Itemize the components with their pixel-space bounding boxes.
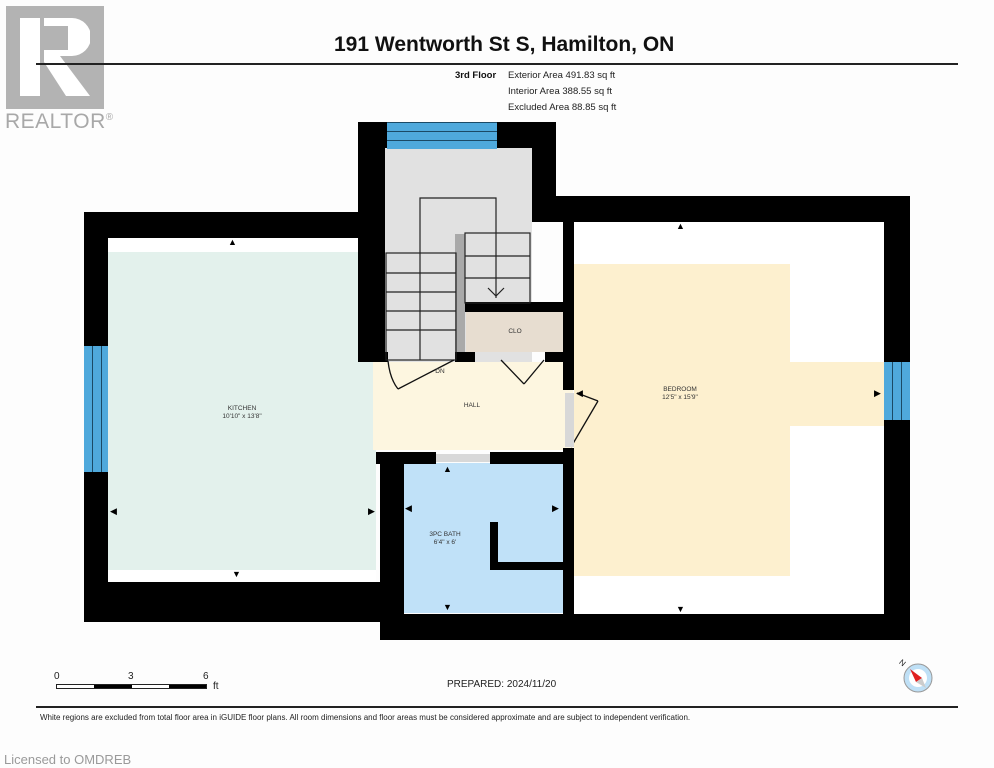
dimension-arrow-icon: ▼ [443,602,452,612]
bedroom-name: BEDROOM [663,386,697,393]
dimension-arrow-icon: ◀ [405,503,412,513]
bath-label: 3PC BATH 6'4" x 6' [420,531,470,547]
scale-bar [56,684,207,689]
prepared-date: PREPARED: 2024/11/20 [447,679,557,690]
wall [490,452,574,464]
wall [84,582,404,622]
exterior-area: Exterior Area 491.83 sq ft [508,70,616,81]
dimension-arrow-icon: ▲ [443,464,452,474]
wall [84,212,384,238]
hall-floor [373,362,573,450]
license-text: Licensed to OMDREB [4,752,132,767]
closet-floor [466,312,564,352]
disclaimer-text: White regions are excluded from total fl… [40,713,691,722]
realtor-word: REALTOR [5,110,106,133]
dimension-arrow-icon: ▲ [228,237,237,247]
bath-name: 3PC BATH [429,531,461,538]
realtor-logo [6,6,104,109]
dimension-arrow-icon: ▲ [676,221,685,231]
interior-area: Interior Area 388.55 sq ft [508,86,613,97]
window [84,346,108,472]
wall [380,614,910,640]
dimension-arrow-icon: ▶ [874,388,881,398]
kitchen-floor [108,252,376,570]
footer-divider [36,706,958,708]
dimension-arrow-icon: ▼ [676,604,685,614]
doors [387,359,599,448]
hall-label: HALL [463,402,481,409]
dimension-arrow-icon: ▼ [232,569,241,579]
bath-door [436,454,490,462]
wall [358,122,385,362]
staircase [385,197,531,361]
compass-icon: N [897,658,933,693]
stairs-down-label: DN [435,368,445,375]
bedroom-label: BEDROOM 12'5" x 15'9" [650,386,710,402]
scale-unit: ft [213,681,219,692]
kitchen-name: KITCHEN [227,405,257,412]
wall [380,452,404,640]
wall [532,196,910,222]
bedroom-alcove [790,362,884,426]
wall [376,452,436,464]
compass-north: N [897,658,907,669]
window [884,362,910,420]
page-title: 191 Wentworth St S, Hamilton, ON [334,33,675,56]
bedroom-dims: 12'5" x 15'9" [662,394,698,401]
dimension-arrow-icon: ▶ [552,503,559,513]
dimension-arrow-icon: ▶ [368,506,375,516]
wall [563,448,574,618]
stair-rail [455,234,465,352]
kitchen-dims: 10'10" x 13'8" [222,413,262,420]
realtor-logo-text: REALTOR® [5,110,114,134]
realtor-r-icon [20,18,90,96]
wall [563,222,574,390]
window [387,122,497,149]
scale-tick-6: 6 [203,671,209,682]
floor-label: 3rd Floor [455,70,497,81]
wall [461,302,565,312]
wall [490,522,498,568]
floor-plan: KITCHEN 10'10" x 13'8" HALL CLO DN 3PC B… [84,122,910,640]
bath-dims: 6'4" x 6' [433,539,457,546]
wall [490,562,564,570]
excluded-area: Excluded Area 88.85 sq ft [508,102,617,113]
closet-label: CLO [508,328,522,335]
header-divider [36,63,958,65]
bedroom-floor [574,264,790,576]
scale-tick-0: 0 [54,671,60,682]
wall [455,352,475,362]
bath-floor [403,463,563,613]
dimension-arrow-icon: ◀ [576,388,583,398]
kitchen-label: KITCHEN 10'10" x 13'8" [212,405,272,421]
wall [374,352,388,362]
scale-tick-3: 3 [128,671,134,682]
dimension-arrow-icon: ◀ [110,506,117,516]
registered-mark: ® [105,112,114,123]
wall [545,352,565,362]
